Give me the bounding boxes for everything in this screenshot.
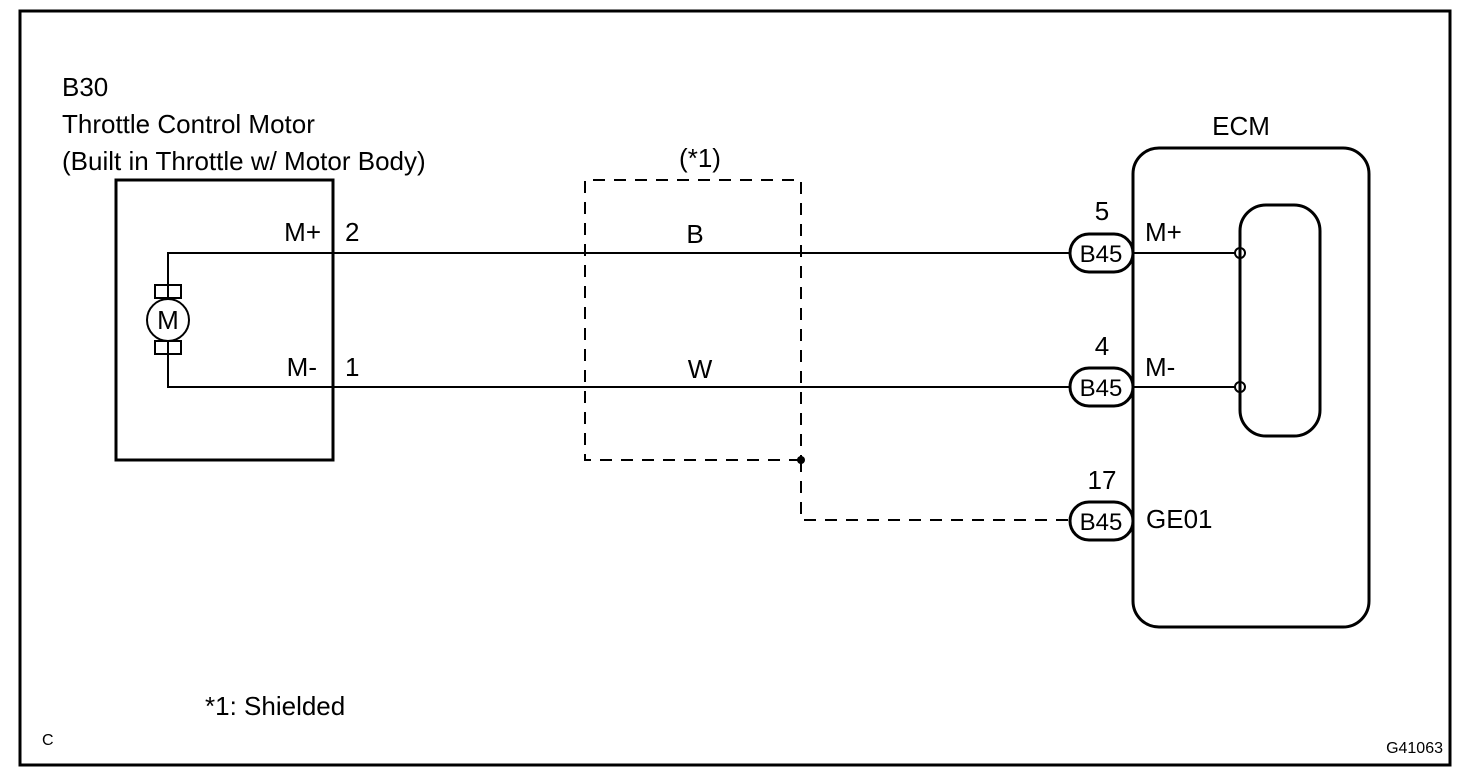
ecm-internal-block [1238, 203, 1322, 438]
connector-id: B45 [1080, 241, 1123, 268]
ecm-terminal-label: M+ [1145, 217, 1182, 247]
ecm-title: ECM [1212, 111, 1270, 141]
pin-number-1: 1 [345, 352, 359, 382]
pin-label-m-plus: M+ [284, 217, 321, 247]
component-note: (Built in Throttle w/ Motor Body) [62, 146, 426, 176]
connector-b45-pin4: 4 B45 M- [1068, 331, 1246, 408]
wire-color-b: B [686, 219, 703, 249]
throttle-motor-box [114, 178, 335, 462]
diagram-frame [18, 9, 1452, 767]
connector-pin-number: 4 [1095, 331, 1109, 361]
corner-mark: C [42, 732, 54, 749]
pin-label-m-minus: M- [287, 352, 317, 382]
wire-color-w: W [688, 354, 713, 384]
footnote: *1: Shielded [205, 691, 345, 721]
shield-marker: (*1) [679, 143, 721, 173]
motor-symbol-label: M [157, 305, 179, 335]
component-id: B30 [62, 72, 108, 102]
connector-b45-pin5: 5 B45 M+ [1068, 196, 1246, 274]
component-name: Throttle Control Motor [62, 109, 315, 139]
shield-drain-wire [800, 460, 1070, 521]
ecm-terminal-label: M- [1145, 352, 1175, 382]
connector-b45-pin17: 17 B45 GE01 [1068, 465, 1213, 542]
connector-pin-number: 17 [1088, 465, 1117, 495]
connector-id: B45 [1080, 375, 1123, 402]
connector-pin-number: 5 [1095, 196, 1109, 226]
pin-number-2: 2 [345, 217, 359, 247]
ecm-terminal-label: GE01 [1146, 504, 1213, 534]
figure-code: G41063 [1386, 740, 1443, 757]
motor-symbol: M [146, 252, 333, 388]
connector-id: B45 [1080, 509, 1123, 536]
shield-outline [584, 179, 802, 461]
